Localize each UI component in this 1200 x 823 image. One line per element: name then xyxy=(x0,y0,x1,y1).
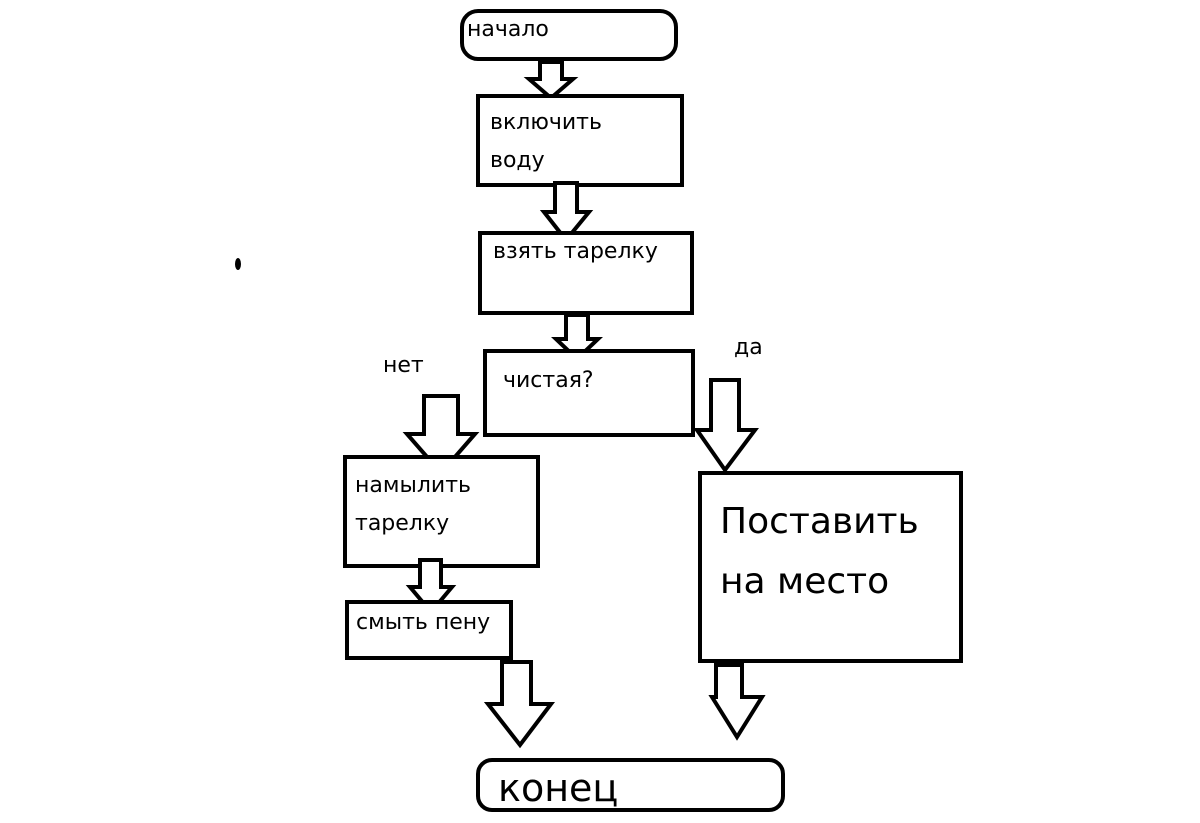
arrow-start-to-water xyxy=(523,60,579,101)
stray-mark xyxy=(235,258,241,270)
end-terminator xyxy=(476,758,785,812)
end-label: конец xyxy=(498,766,618,810)
is-clean-decision-box xyxy=(483,349,695,437)
branch-no-label: нет xyxy=(383,353,424,378)
turn-on-water-box xyxy=(476,94,684,187)
rinse-foam-label: смыть пену xyxy=(356,610,490,635)
branch-yes-label: да xyxy=(734,335,763,360)
put-away-label-line2: на место xyxy=(720,561,889,602)
start-label: начало xyxy=(467,17,549,42)
arrow-soap-to-rinse xyxy=(405,558,457,616)
arrow-water-to-plate xyxy=(539,181,594,244)
turn-on-water-label-line1: включить xyxy=(490,110,602,135)
put-away-box xyxy=(698,471,963,663)
arrow-rinse-to-end xyxy=(483,660,556,749)
soap-plate-box xyxy=(343,455,540,568)
soap-plate-label-line1: намылить xyxy=(355,473,471,498)
soap-plate-label-line2: тарелку xyxy=(355,511,449,536)
rinse-foam-box xyxy=(345,600,513,660)
arrow-put-away-to-end xyxy=(708,663,766,741)
take-plate-label: взять тарелку xyxy=(493,239,658,264)
arrow-yes-to-put-away xyxy=(693,378,759,474)
is-clean-label: чистая? xyxy=(503,368,594,393)
start-terminator xyxy=(460,9,678,61)
arrow-no-to-soap xyxy=(402,394,480,477)
turn-on-water-label-line2: воду xyxy=(490,148,545,173)
put-away-label-line1: Поставить xyxy=(720,501,919,542)
